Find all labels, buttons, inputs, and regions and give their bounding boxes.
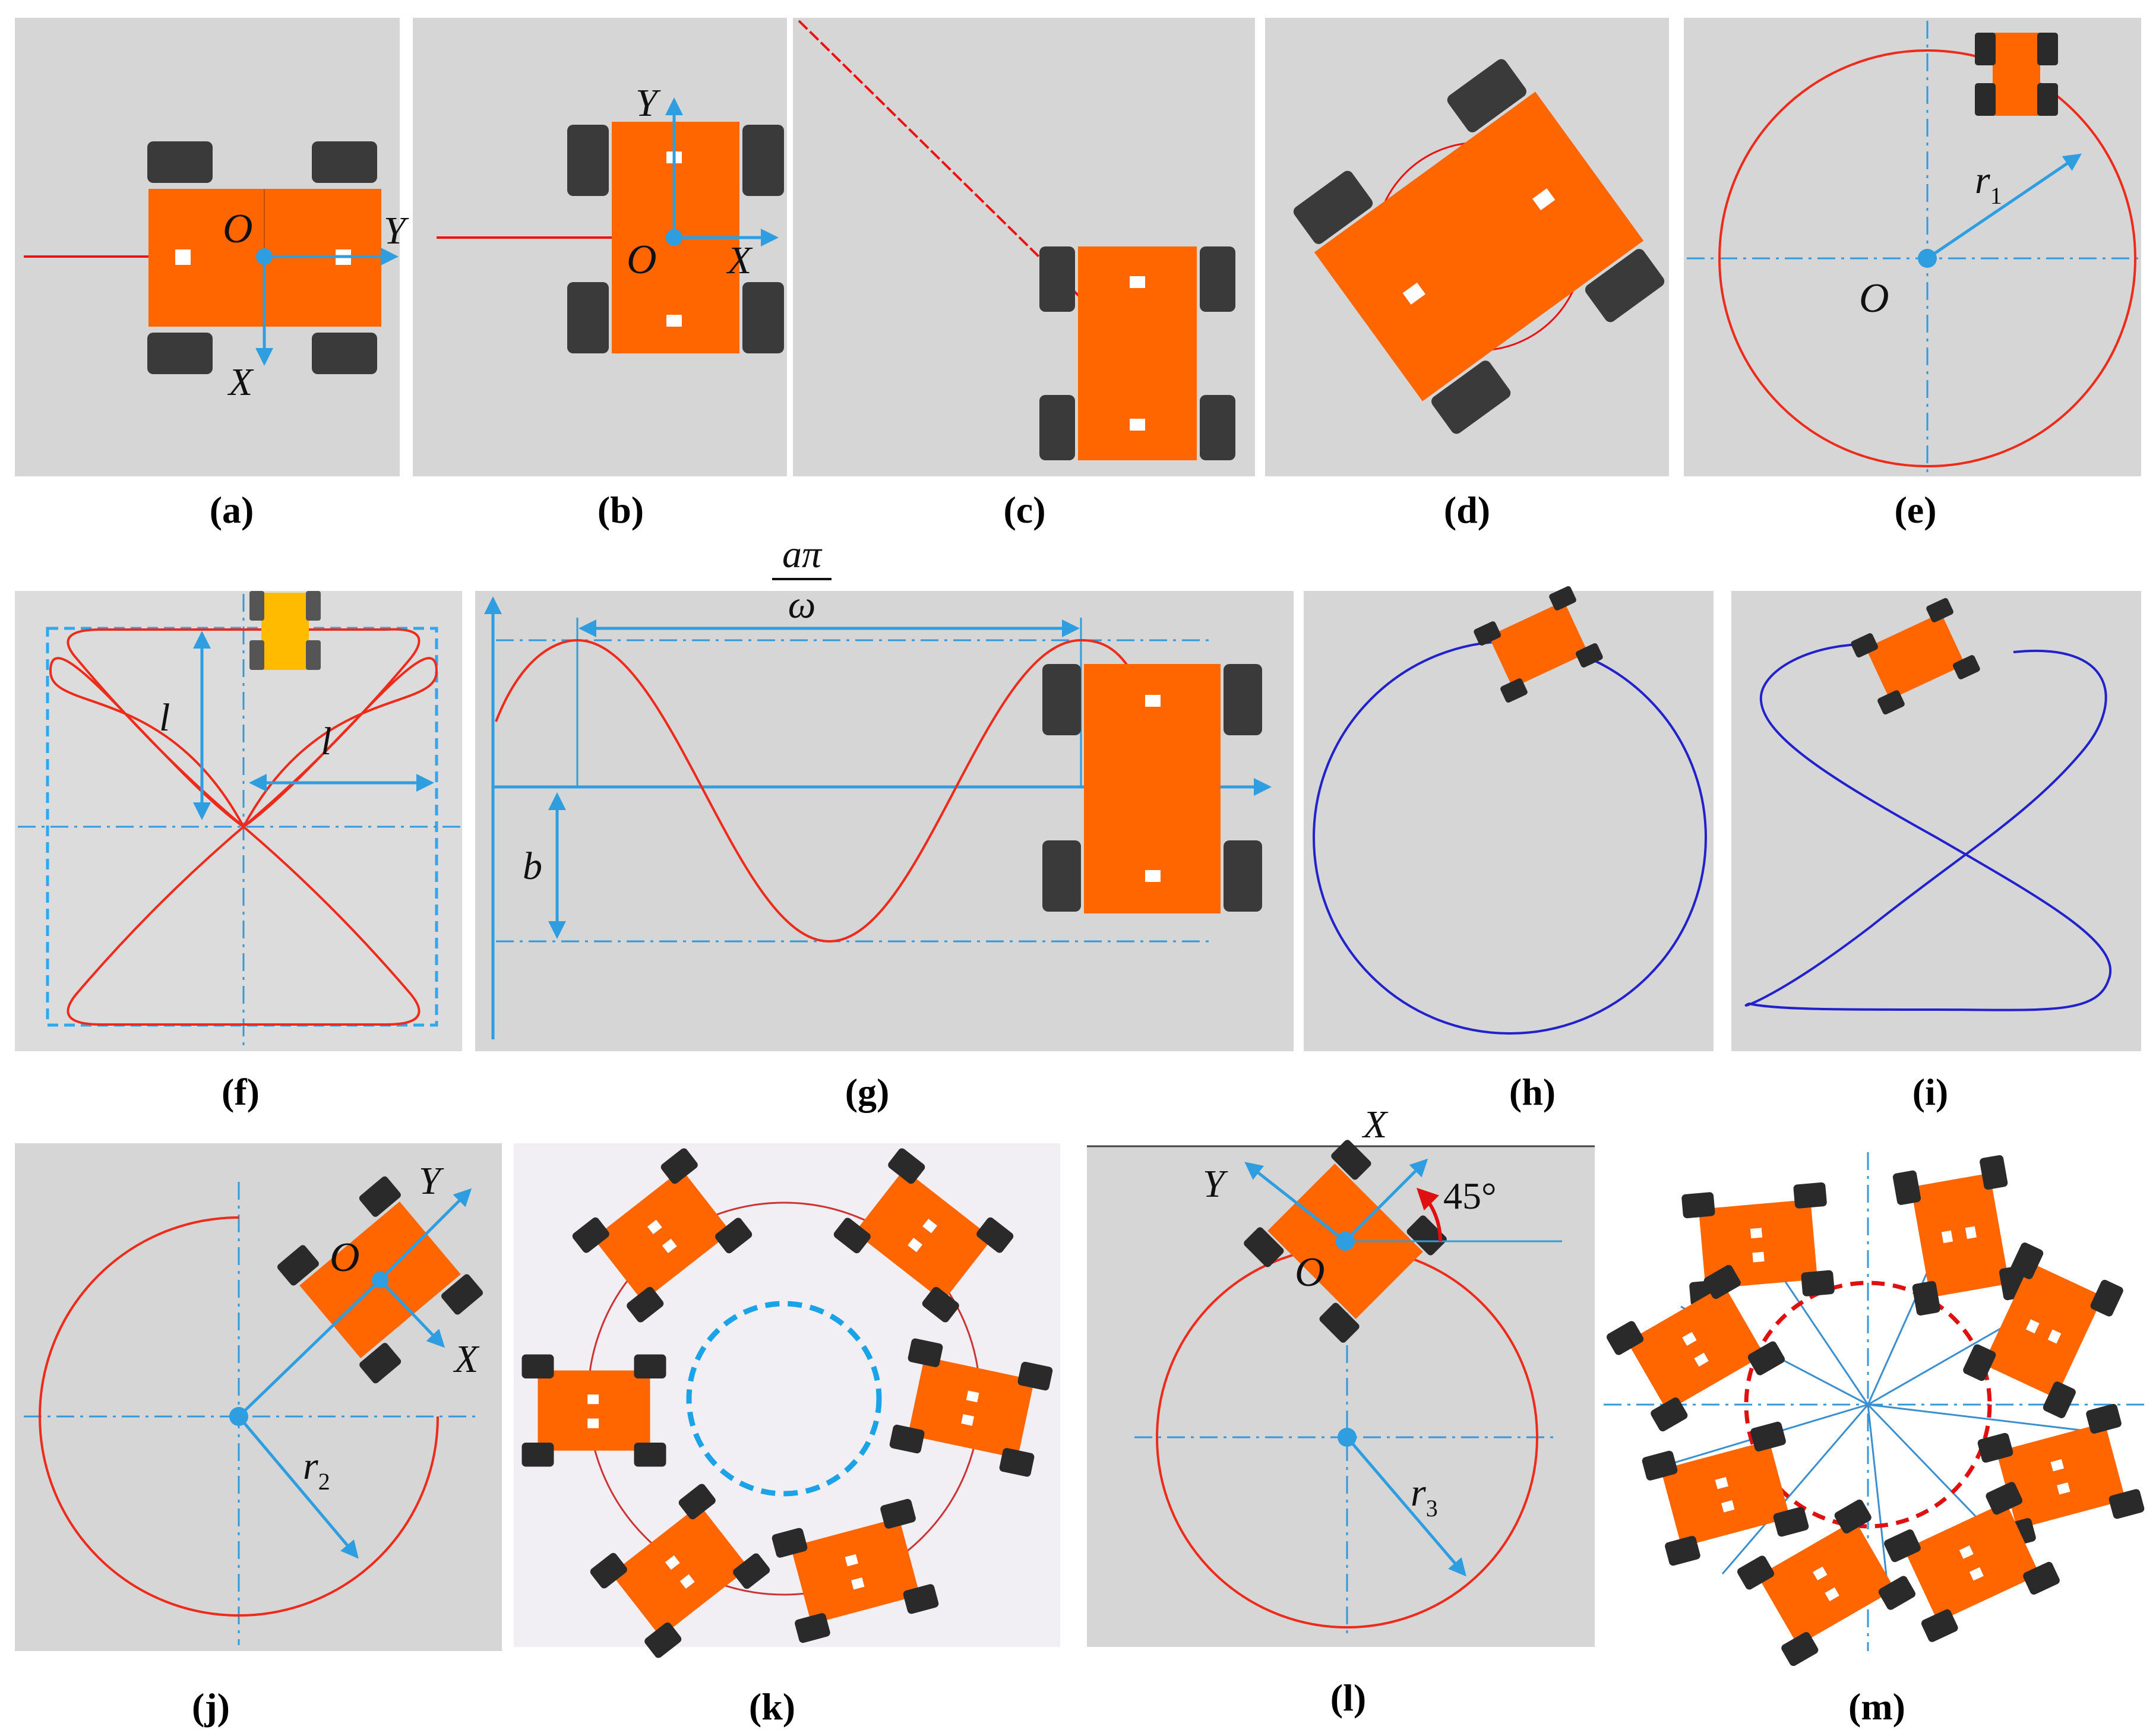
panel-f-lower-loop bbox=[67, 825, 421, 1026]
panel-d-robot bbox=[1293, 59, 1665, 434]
panel-g-label: (g) bbox=[845, 1071, 890, 1113]
panel-g-period-denominator: ω bbox=[788, 583, 816, 627]
panel-l-label: (l) bbox=[1330, 1677, 1366, 1719]
panel-l-robot-origin-dot bbox=[1336, 1232, 1355, 1251]
panel-m: (m) bbox=[1598, 1146, 2150, 1728]
panel-e-robot bbox=[1975, 33, 2058, 116]
panel-l-x-axis-arrow bbox=[1344, 1158, 1428, 1242]
panel-e-circle-path bbox=[1718, 49, 2136, 467]
panel-c: (c) bbox=[793, 18, 1255, 531]
panel-l-radius-arrow bbox=[1346, 1436, 1466, 1577]
panel-f-horizontal-label: l bbox=[321, 720, 331, 763]
panel-j-y-label: Y bbox=[419, 1159, 444, 1203]
panel-l: O X Y 45° r3 (l) bbox=[1087, 1103, 1595, 1719]
panel-j-x-axis-arrow bbox=[379, 1279, 445, 1348]
panel-e-background bbox=[1684, 18, 2141, 476]
panel-j: O Y X r2 (j) bbox=[15, 1143, 502, 1728]
panel-l-x-label: X bbox=[1361, 1103, 1389, 1146]
panel-i: (i) bbox=[1731, 591, 2141, 1113]
panel-l-angle-arc bbox=[1416, 1187, 1443, 1242]
panel-g-robot bbox=[1042, 664, 1262, 913]
panel-j-radius-label: r2 bbox=[303, 1444, 330, 1495]
panel-e-origin-label: O bbox=[1859, 276, 1889, 321]
panel-c-label: (c) bbox=[1003, 489, 1045, 531]
panel-a-origin-label: O bbox=[223, 206, 253, 252]
panel-g: b aπ ω (g) bbox=[475, 533, 1294, 1113]
panel-f-vertical-label: l bbox=[159, 696, 170, 739]
panel-j-robot-origin-dot bbox=[372, 1272, 388, 1288]
panel-h-robot bbox=[1474, 586, 1603, 703]
panel-j-radius-line bbox=[238, 1279, 381, 1418]
panel-g-amplitude-label: b bbox=[523, 845, 542, 888]
panel-f-upper-loop bbox=[67, 628, 421, 829]
panel-l-y-label: Y bbox=[1203, 1162, 1228, 1206]
panel-l-origin-label: O bbox=[1295, 1250, 1325, 1295]
panel-j-y-axis-arrow bbox=[379, 1188, 472, 1281]
panel-c-robot bbox=[1039, 246, 1235, 460]
panel-i-robot bbox=[1851, 597, 1980, 715]
panel-b-origin-dot bbox=[666, 229, 682, 246]
panel-k: (k) bbox=[514, 1143, 1060, 1728]
panel-k-direction-circle bbox=[686, 1301, 882, 1497]
panel-i-figure8-path bbox=[1744, 643, 2112, 1011]
panel-e-radius-label: r1 bbox=[1975, 159, 2002, 209]
panel-h: (h) bbox=[1304, 586, 1714, 1113]
panel-g-period-numerator: aπ bbox=[782, 533, 823, 576]
panel-b: O X Y (b) bbox=[413, 18, 787, 531]
panel-f: l l (f) bbox=[15, 591, 462, 1113]
panel-l-y-axis-arrow bbox=[1244, 1162, 1346, 1242]
panel-m-label: (m) bbox=[1848, 1686, 1905, 1728]
panel-b-origin-label: O bbox=[627, 237, 657, 283]
panel-b-x-label: X bbox=[726, 239, 753, 282]
panel-e: O r1 (e) bbox=[1684, 18, 2141, 531]
panel-j-radius-arrow bbox=[238, 1415, 359, 1559]
panel-d: (d) bbox=[1265, 18, 1669, 531]
panel-a-label: (a) bbox=[210, 489, 254, 531]
panel-m-direction-circle bbox=[1744, 1280, 1992, 1529]
panel-e-radius-arrow bbox=[1926, 153, 2082, 260]
panel-f-label: (f) bbox=[222, 1071, 260, 1113]
panel-g-sine-path bbox=[495, 638, 1147, 943]
panel-h-label: (h) bbox=[1509, 1071, 1556, 1113]
panel-f-robot bbox=[249, 591, 321, 670]
panel-a-origin-dot bbox=[256, 248, 273, 265]
panel-a: O Y X (a) bbox=[15, 18, 409, 531]
panel-l-center-dot bbox=[1338, 1428, 1357, 1447]
panel-a-x-label: X bbox=[227, 361, 254, 404]
panel-j-x-label: X bbox=[453, 1337, 480, 1381]
panel-e-origin-dot bbox=[1918, 249, 1937, 268]
panel-d-label: (d) bbox=[1444, 489, 1490, 531]
panel-j-circle-path bbox=[39, 1216, 439, 1617]
panel-j-center-dot bbox=[229, 1407, 248, 1426]
panel-a-y-label: Y bbox=[384, 209, 409, 252]
panel-i-label: (i) bbox=[1912, 1071, 1948, 1113]
panel-k-label: (k) bbox=[749, 1686, 795, 1728]
panel-b-y-label: Y bbox=[636, 81, 661, 125]
panel-b-label: (b) bbox=[598, 489, 644, 531]
panel-l-radius-label: r3 bbox=[1411, 1471, 1438, 1522]
panel-l-angle-label: 45° bbox=[1443, 1175, 1497, 1217]
panel-j-label: (j) bbox=[192, 1686, 230, 1728]
panel-e-label: (e) bbox=[1894, 489, 1936, 531]
panel-j-origin-label: O bbox=[330, 1235, 360, 1280]
